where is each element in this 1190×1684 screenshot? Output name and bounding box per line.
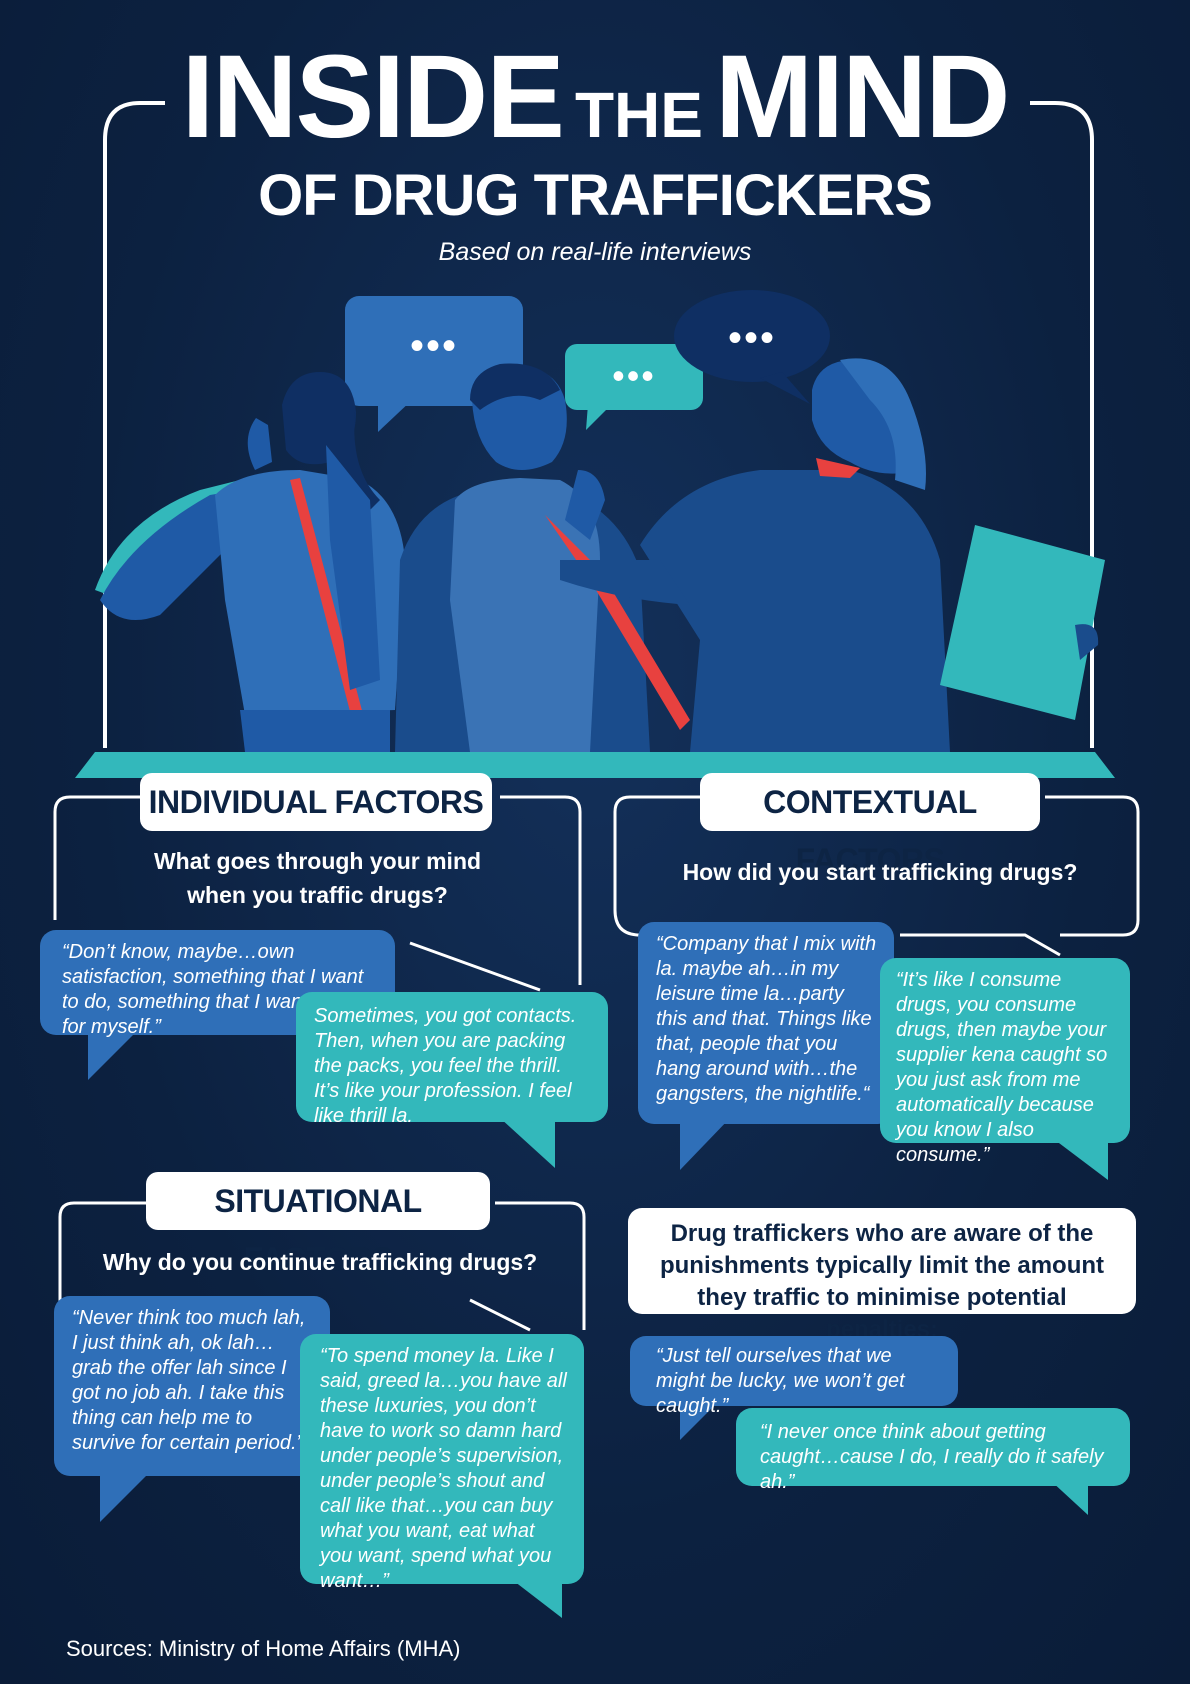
tail-sit-1 bbox=[100, 1470, 152, 1522]
tail-pen-2 bbox=[1050, 1480, 1088, 1515]
sources-footnote: Sources: Ministry of Home Affairs (MHA) bbox=[66, 1636, 461, 1661]
tail-ctx-2 bbox=[1055, 1140, 1108, 1180]
contextual-factors-label: CONTEXTUAL FACTORS bbox=[700, 773, 1040, 878]
illustration-bubble-right bbox=[674, 290, 830, 404]
subtitle: Based on real-life interviews bbox=[438, 238, 752, 266]
situational-outline bbox=[58, 1201, 586, 1332]
individual-outline bbox=[53, 795, 582, 992]
frame-left-line bbox=[103, 101, 165, 748]
dots-left: ••• bbox=[409, 324, 458, 368]
penalties-quote-1: “Just tell ourselves that we might be lu… bbox=[630, 1336, 958, 1417]
figure-middle bbox=[395, 363, 690, 752]
dots-middle: ••• bbox=[612, 355, 656, 396]
individual-question: What goes through your mind when you tra… bbox=[153, 848, 482, 908]
stage-base bbox=[75, 752, 1115, 778]
situational-factors-label: SITUATIONAL FACTORS bbox=[146, 1172, 490, 1277]
title-word-inside: INSIDE bbox=[181, 31, 565, 163]
situational-question: Why do you continue trafficking drugs? bbox=[102, 1249, 538, 1275]
figure-right bbox=[560, 358, 1105, 752]
title-word-the: THE bbox=[574, 79, 703, 151]
illustration-bubble-middle bbox=[565, 344, 703, 430]
figure-left bbox=[95, 372, 405, 752]
title-word-mind: MIND bbox=[714, 31, 1011, 163]
individual-quote-2: Sometimes, you got contacts. Then, when … bbox=[296, 992, 608, 1127]
title-line2: OF DRUG TRAFFICKERS bbox=[258, 163, 933, 228]
penalties-quote-2: “I never once think about getting caught… bbox=[736, 1408, 1130, 1493]
contextual-outline bbox=[613, 795, 1140, 957]
contextual-question: How did you start trafficking drugs? bbox=[682, 859, 1078, 885]
situational-quote-2: “To spend money la. Like I said, greed l… bbox=[300, 1334, 584, 1592]
penalties-statement: Drug traffickers who are aware of the pu… bbox=[628, 1208, 1136, 1343]
situational-quote-1: “Never think too much lah, I just think … bbox=[54, 1296, 330, 1476]
tail-ind-2 bbox=[500, 1118, 555, 1168]
contextual-quote-2: “It’s like I consume drugs, you consume … bbox=[880, 958, 1130, 1166]
tail-pen-1 bbox=[680, 1400, 720, 1440]
dots-right: ••• bbox=[727, 316, 776, 360]
tail-ind-1 bbox=[88, 1028, 140, 1080]
tail-ctx-1 bbox=[680, 1118, 730, 1170]
frame-right-line bbox=[1030, 101, 1094, 748]
contextual-quote-1: “Company that I mix with la. maybe ah…in… bbox=[638, 922, 894, 1124]
tail-sit-2 bbox=[510, 1578, 562, 1618]
individual-factors-label: INDIVIDUAL FACTORS bbox=[140, 773, 492, 831]
